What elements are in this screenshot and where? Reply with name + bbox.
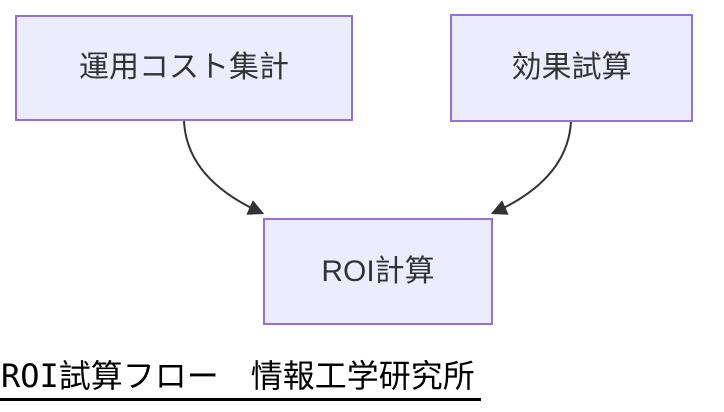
node-operation-cost-label: 運用コスト集計 xyxy=(79,51,289,84)
node-effect-estimate: 効果試算 xyxy=(450,14,693,122)
node-roi-calculation-label: ROI計算 xyxy=(321,254,435,288)
node-roi-calculation: ROI計算 xyxy=(263,218,493,325)
node-effect-estimate-label: 効果試算 xyxy=(511,51,632,84)
node-operation-cost: 運用コスト集計 xyxy=(15,15,353,121)
diagram-caption: ROI試算フロー 情報工学研究所 xyxy=(0,357,481,402)
edge-cost-to-roi xyxy=(183,120,265,215)
edge-effect-to-roi xyxy=(490,120,572,215)
